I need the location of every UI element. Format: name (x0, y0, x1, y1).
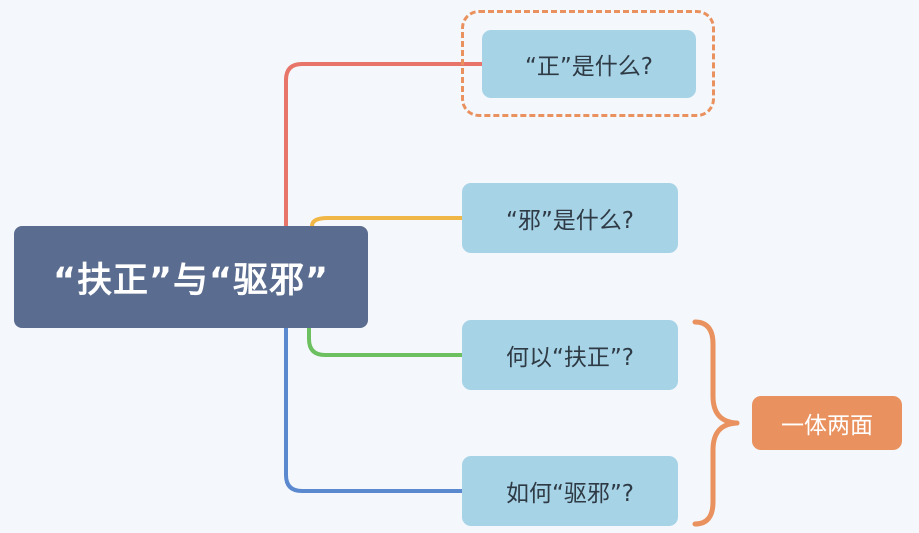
connector-branch-2 (310, 216, 464, 228)
branch-node-label: 如何“驱邪”? (505, 481, 635, 507)
branch-node-3[interactable]: 何以“扶正”? (462, 320, 678, 390)
branch-node-label: “邪”是什么? (505, 208, 635, 234)
branch-node-2[interactable]: “邪”是什么? (462, 183, 678, 253)
branch-node-4[interactable]: 如何“驱邪”? (462, 456, 678, 526)
summary-node-label: 一体两面 (781, 413, 873, 439)
branch-node-1[interactable]: “正”是什么? (482, 30, 696, 98)
branch-node-label: 何以“扶正”? (505, 345, 635, 371)
summary-node[interactable]: 一体两面 (752, 396, 902, 450)
root-node-label: “扶正”与“驱邪” (52, 260, 329, 301)
highlight-frame (461, 10, 715, 117)
connector-branch-3 (307, 326, 464, 357)
connector-branch-4 (284, 326, 464, 493)
summary-brace (692, 319, 740, 527)
root-node[interactable]: “扶正”与“驱邪” (14, 226, 368, 328)
branch-node-label: “正”是什么? (524, 54, 654, 80)
connector-branch-1 (284, 62, 484, 242)
